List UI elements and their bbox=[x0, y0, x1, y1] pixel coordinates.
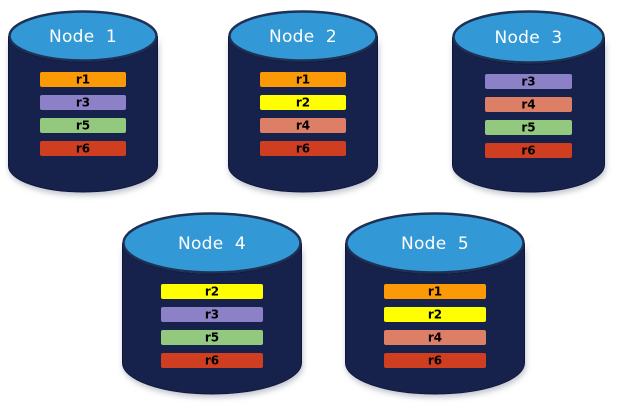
replica-bar[interactable]: r4 bbox=[260, 118, 346, 133]
replica-list: r1 r3 r5 r6 bbox=[8, 72, 158, 156]
replica-bar[interactable]: r6 bbox=[40, 141, 126, 156]
replica-bar[interactable]: r6 bbox=[384, 353, 486, 368]
replica-label: r6 bbox=[204, 353, 220, 367]
replica-label: r4 bbox=[427, 330, 443, 344]
replica-bar[interactable]: r5 bbox=[40, 118, 126, 133]
replica-bar[interactable]: r2 bbox=[161, 284, 263, 299]
replica-list: r3 r4 r5 r6 bbox=[452, 74, 605, 158]
replica-bar[interactable]: r3 bbox=[485, 74, 572, 89]
cylinder-top bbox=[122, 212, 302, 274]
replica-bar[interactable]: r4 bbox=[485, 97, 572, 112]
replica-bar[interactable]: r5 bbox=[161, 330, 263, 345]
replica-bar[interactable]: r4 bbox=[384, 330, 486, 345]
replica-label: r2 bbox=[204, 284, 220, 298]
replica-bar[interactable]: r1 bbox=[40, 72, 126, 87]
replica-label: r1 bbox=[427, 284, 443, 298]
cylinder-top bbox=[228, 10, 378, 62]
replica-label: r5 bbox=[75, 118, 91, 132]
replica-label: r6 bbox=[521, 143, 536, 157]
cylinder-top bbox=[345, 212, 525, 274]
replica-label: r3 bbox=[204, 307, 220, 321]
replica-list: r1 r2 r4 r6 bbox=[345, 284, 525, 368]
replica-label: r6 bbox=[295, 141, 311, 155]
replica-label: r1 bbox=[75, 72, 91, 86]
replica-label: r4 bbox=[295, 118, 311, 132]
replica-label: r1 bbox=[295, 72, 311, 86]
replica-bar[interactable]: r1 bbox=[260, 72, 346, 87]
replica-label: r3 bbox=[521, 74, 536, 88]
replica-label: r6 bbox=[427, 353, 443, 367]
replica-label: r5 bbox=[204, 330, 220, 344]
replica-label: r6 bbox=[75, 141, 91, 155]
replica-bar[interactable]: r6 bbox=[260, 141, 346, 156]
replica-bar[interactable]: r5 bbox=[485, 120, 572, 135]
replica-bar[interactable]: r1 bbox=[384, 284, 486, 299]
replica-label: r2 bbox=[427, 307, 443, 321]
replica-label: r5 bbox=[521, 120, 536, 134]
replica-bar[interactable]: r2 bbox=[384, 307, 486, 322]
replica-bar[interactable]: r2 bbox=[260, 95, 346, 110]
replica-label: r4 bbox=[521, 97, 536, 111]
replica-list: r2 r3 r5 r6 bbox=[122, 284, 302, 368]
cylinder-top bbox=[8, 10, 158, 62]
replica-list: r1 r2 r4 r6 bbox=[228, 72, 378, 156]
cylinder-top bbox=[452, 10, 605, 64]
replica-bar[interactable]: r3 bbox=[161, 307, 263, 322]
replica-bar[interactable]: r3 bbox=[40, 95, 126, 110]
replica-bar[interactable]: r6 bbox=[485, 143, 572, 158]
replica-label: r3 bbox=[75, 95, 91, 109]
replica-bar[interactable]: r6 bbox=[161, 353, 263, 368]
replica-label: r2 bbox=[295, 95, 311, 109]
